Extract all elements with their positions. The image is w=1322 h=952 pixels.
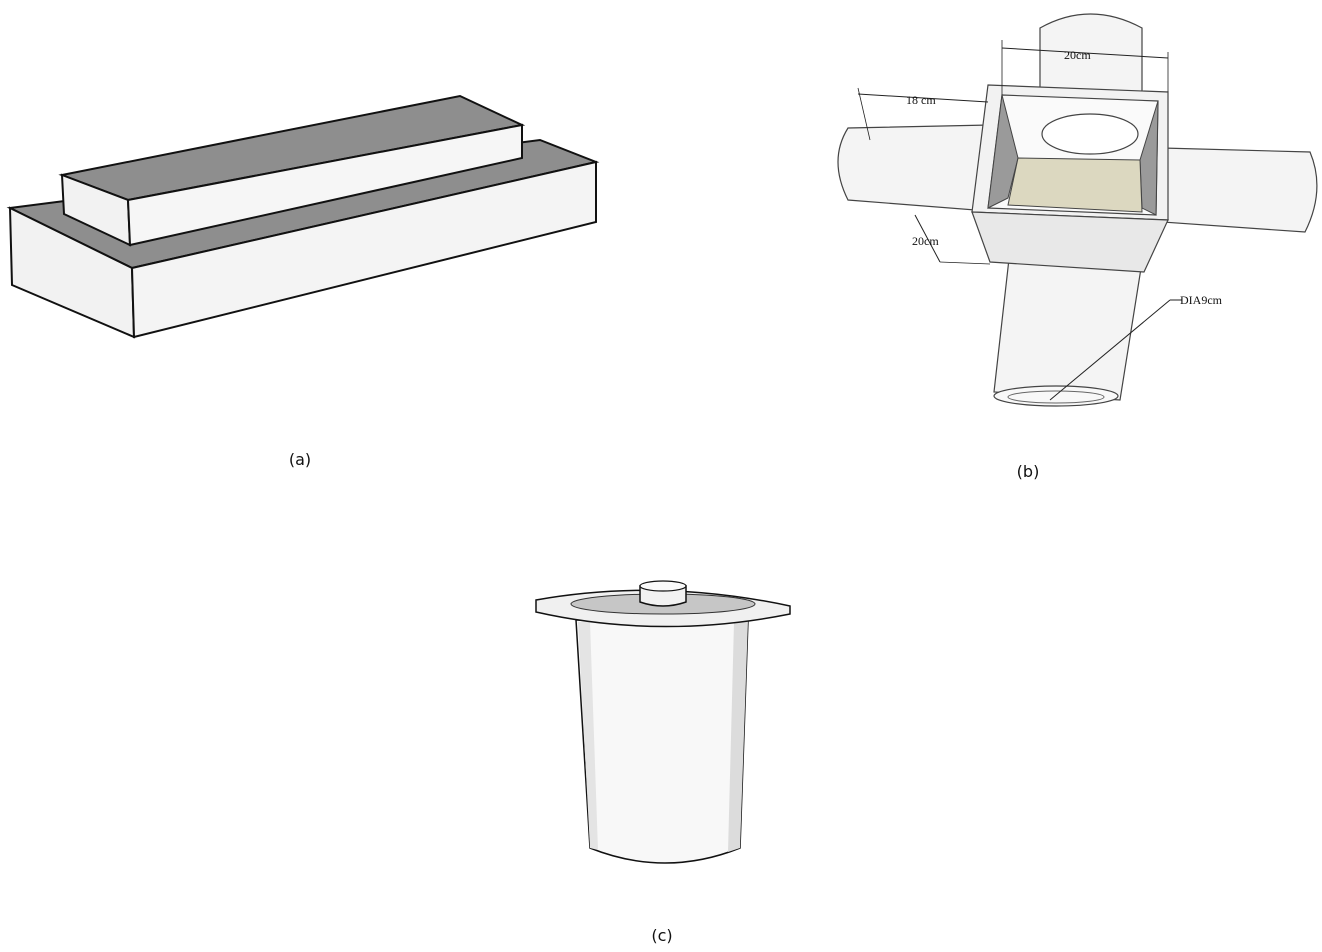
dim-line-side-height <box>914 214 941 263</box>
box-with-pipes-illustration: 20cm 18 cm 20cm DIA9cm <box>837 13 1318 407</box>
lid-knob <box>639 585 687 607</box>
top-pipe <box>1039 13 1143 96</box>
dim-line-left-length <box>857 93 989 103</box>
dim-line-top-width <box>1001 47 1169 59</box>
panel-b-drawing: 20cm 18 cm 20cm DIA9cm <box>820 10 1320 410</box>
caption-a: (a) <box>288 450 312 469</box>
dim-label-top-width: 20cm <box>1064 48 1091 62</box>
panel-c-drawing <box>520 570 810 870</box>
leader-line-diameter <box>1049 299 1171 401</box>
container-with-lid-illustration <box>535 580 791 864</box>
top-slab-side-face <box>126 123 523 247</box>
bottom-pipe <box>993 249 1143 401</box>
box-floor <box>1007 157 1143 213</box>
stacked-slabs-illustration <box>6 94 600 339</box>
bottom-pipe-opening <box>993 385 1119 407</box>
caption-c: (c) <box>651 926 673 945</box>
bottom-pipe-inner-rim <box>1007 390 1105 404</box>
container-body <box>575 619 749 864</box>
dim-label-pipe-diameter: DIA9cm <box>1180 293 1223 307</box>
left-pipe <box>837 124 991 211</box>
panel-a-drawing <box>0 80 610 350</box>
right-pipe <box>1161 147 1318 233</box>
box-front-face <box>971 211 1169 273</box>
box-inner-left-wall <box>987 94 1019 209</box>
dim-label-side-height: 20cm <box>912 234 939 248</box>
dim-label-left-length: 18 cm <box>906 93 936 107</box>
box-top-opening <box>1041 113 1139 155</box>
caption-b: (b) <box>1016 462 1040 481</box>
bottom-slab-side-face <box>130 160 597 339</box>
